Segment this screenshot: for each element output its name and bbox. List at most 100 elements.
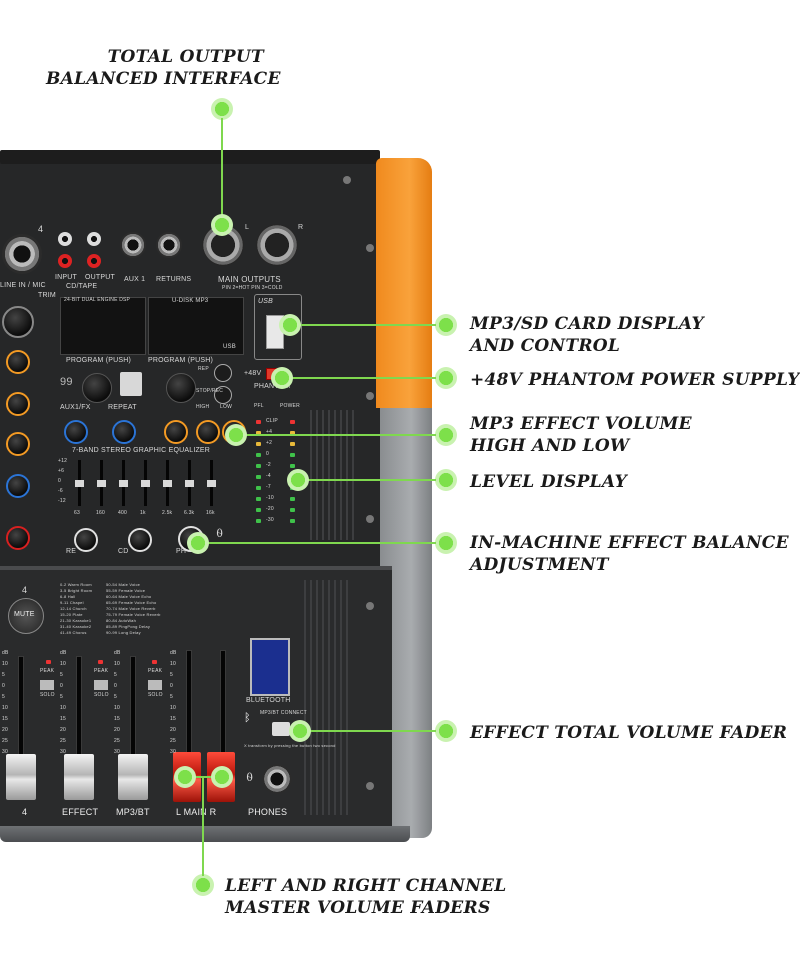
eq-scale-label: -6	[58, 488, 63, 494]
side-cap-orange	[376, 158, 432, 408]
line-in-mic-label: LINE IN / MIC	[0, 282, 46, 289]
fader-scale-label: 20	[60, 727, 66, 733]
rep-button[interactable]	[214, 364, 232, 382]
eq-slider-63[interactable]	[75, 480, 84, 487]
bottom-edge	[0, 826, 410, 842]
solo-button-1[interactable]	[40, 680, 54, 690]
rca-input-l[interactable]	[58, 232, 72, 246]
callout-line	[282, 377, 436, 379]
solo-label-2: SOLO	[94, 692, 109, 698]
fader-effect[interactable]	[64, 754, 94, 800]
channel-4-combo-jack[interactable]	[2, 234, 42, 274]
rca-input-r[interactable]	[58, 254, 72, 268]
eq-freq-label: 63	[74, 510, 80, 516]
eq-scale-label: 0	[58, 478, 61, 484]
callout-line	[221, 118, 223, 226]
rca-output-r[interactable]	[87, 254, 101, 268]
level-led-right	[290, 464, 295, 468]
repeat-label: REPEAT	[108, 404, 137, 411]
low-label: LOW	[220, 404, 232, 410]
solo-button-2[interactable]	[94, 680, 108, 690]
xlr-l-label: L	[245, 224, 250, 231]
program-knob-1[interactable]	[82, 373, 112, 403]
eq-slider-160[interactable]	[97, 480, 106, 487]
callout-mp3-sd-line2: AND CONTROL	[470, 336, 621, 356]
callout-dot	[271, 367, 293, 389]
effect-preset-item: 70-74 Male Voice Reverb	[106, 606, 156, 611]
phones-jack[interactable]	[262, 764, 292, 794]
aux1-label: AUX 1	[124, 276, 146, 283]
rca-output-l[interactable]	[87, 232, 101, 246]
fader-scale-label: 10	[170, 661, 176, 667]
eq-freq-label: 160	[96, 510, 105, 516]
trim-knob[interactable]	[2, 306, 34, 338]
callout-total-output-line2: BALANCED INTERFACE	[46, 69, 281, 89]
effect-preset-item: 9-11 Chapel	[60, 600, 84, 605]
callout-dot	[435, 720, 457, 742]
mp3-bt-connect-button[interactable]	[272, 722, 290, 736]
eq-scale-label: -12	[58, 498, 66, 504]
fader-scale-label: dB	[170, 650, 177, 656]
fader-ch4-slot	[18, 656, 24, 768]
fader-scale-label: 5	[60, 672, 63, 678]
peak-label-3: PEAK	[148, 668, 163, 674]
program-label-1: PROGRAM (PUSH)	[66, 357, 132, 364]
eq-low-knob[interactable]	[6, 432, 30, 456]
fader-ch4[interactable]	[6, 754, 36, 800]
mp3-effect-high-knob[interactable]	[196, 420, 220, 444]
xlr-out-r[interactable]	[256, 224, 298, 266]
aux1-jack[interactable]	[120, 232, 146, 258]
callout-in-machine: IN-MACHINE EFFECT BALANCE ADJUSTMENT	[470, 532, 789, 576]
returns-jack[interactable]	[156, 232, 182, 258]
display-2440	[120, 372, 142, 396]
high-label: HIGH	[196, 404, 210, 410]
bt-note: X transform by pressing the button two s…	[244, 743, 336, 748]
aux1-fx-knob[interactable]	[64, 420, 88, 444]
eq-slider-16k[interactable]	[207, 480, 216, 487]
effect-preset-item: 65-69 Female Voice Echo	[106, 600, 157, 605]
eq-slider-2.5k[interactable]	[163, 480, 172, 487]
repeat-knob[interactable]	[112, 420, 136, 444]
callout-dot	[435, 314, 457, 336]
pan-knob[interactable]	[6, 526, 30, 550]
stop-rec-button[interactable]	[214, 386, 232, 404]
screw	[366, 602, 374, 610]
callout-mp3-effect: MP3 EFFECT VOLUME HIGH AND LOW	[470, 413, 692, 457]
eq-mid-knob[interactable]	[6, 392, 30, 416]
callout-dot	[211, 766, 233, 788]
mp3-effect-knob-1[interactable]	[164, 420, 188, 444]
fader-scale-label: 25	[114, 738, 120, 744]
vent-stripes-upper	[310, 410, 354, 540]
fader-mp3bt-slot	[130, 656, 136, 768]
callout-in-machine-line1: IN-MACHINE EFFECT BALANCE	[470, 533, 789, 553]
screw	[366, 244, 374, 252]
eq-slider-6.3k[interactable]	[185, 480, 194, 487]
udisk-display-area	[148, 297, 244, 355]
eq-slider-1k[interactable]	[141, 480, 150, 487]
callout-level: LEVEL DISPLAY	[470, 471, 627, 493]
fader-scale-label: 30	[2, 749, 8, 755]
callout-line	[202, 778, 204, 876]
fader-scale-label: 10	[114, 705, 120, 711]
main-outputs-label: MAIN OUTPUTS	[218, 275, 281, 284]
mute-button[interactable]	[8, 598, 44, 634]
eq-slider-400[interactable]	[119, 480, 128, 487]
aux-knob[interactable]	[6, 474, 30, 498]
cd-level-knob[interactable]	[128, 528, 152, 552]
eq-high-knob[interactable]	[6, 350, 30, 374]
fader-mp3bt[interactable]	[118, 754, 148, 800]
callout-effect-fader-line1: EFFECT TOTAL VOLUME FADER	[470, 723, 788, 743]
returns-level-knob[interactable]	[74, 528, 98, 552]
usb-port-frame	[254, 294, 302, 360]
level-led-left	[256, 431, 261, 435]
solo-button-3[interactable]	[148, 680, 162, 690]
program-knob-2[interactable]	[166, 373, 196, 403]
level-scale-label: -4	[266, 473, 271, 479]
fader-scale-label: 20	[2, 727, 8, 733]
callout-dot	[435, 367, 457, 389]
level-led-left	[256, 497, 261, 501]
eq-freq-label: 16k	[206, 510, 215, 516]
callout-line	[290, 324, 436, 326]
